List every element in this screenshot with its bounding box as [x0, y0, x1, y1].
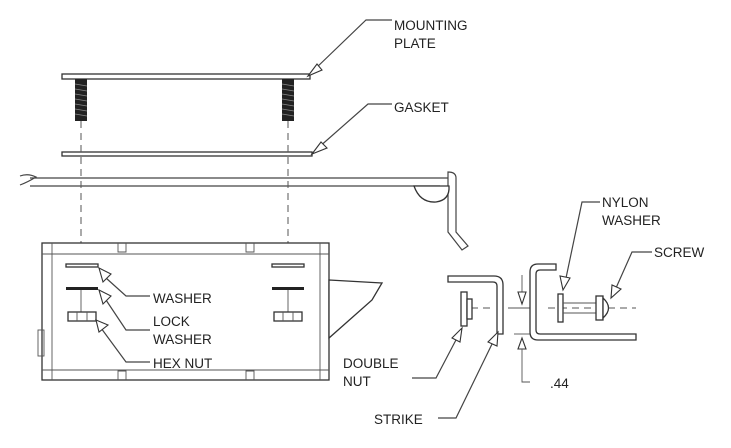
strike — [447, 275, 504, 335]
leaders — [95, 19, 652, 419]
label-washer: WASHER — [153, 291, 212, 306]
gasket — [61, 151, 313, 157]
label-hex-nut: HEX NUT — [153, 356, 212, 371]
door-edge — [19, 171, 469, 251]
double-nut — [460, 291, 473, 327]
label-mounting-plate-1: MOUNTING — [394, 18, 468, 33]
label-strike: STRIKE — [374, 412, 423, 427]
label-nylon-washer-1: NYLON — [602, 195, 649, 210]
label-nylon-washer-2: WASHER — [602, 213, 661, 228]
nylon-washer — [557, 293, 564, 323]
label-mounting-plate-2: PLATE — [394, 36, 436, 51]
label-lock-washer-2: WASHER — [153, 332, 212, 347]
label-lock-washer-1: LOCK — [153, 314, 190, 329]
label-screw: SCREW — [654, 245, 705, 260]
label-double-nut-1: DOUBLE — [343, 356, 399, 371]
label-dimension: .44 — [550, 376, 569, 391]
label-double-nut-2: NUT — [343, 374, 371, 389]
mounting-plate — [61, 73, 311, 121]
dimension-044 — [508, 275, 530, 383]
latch-housing — [37, 242, 384, 381]
receiver-bracket — [529, 263, 637, 341]
screw — [563, 295, 610, 321]
label-gasket: GASKET — [394, 100, 449, 115]
